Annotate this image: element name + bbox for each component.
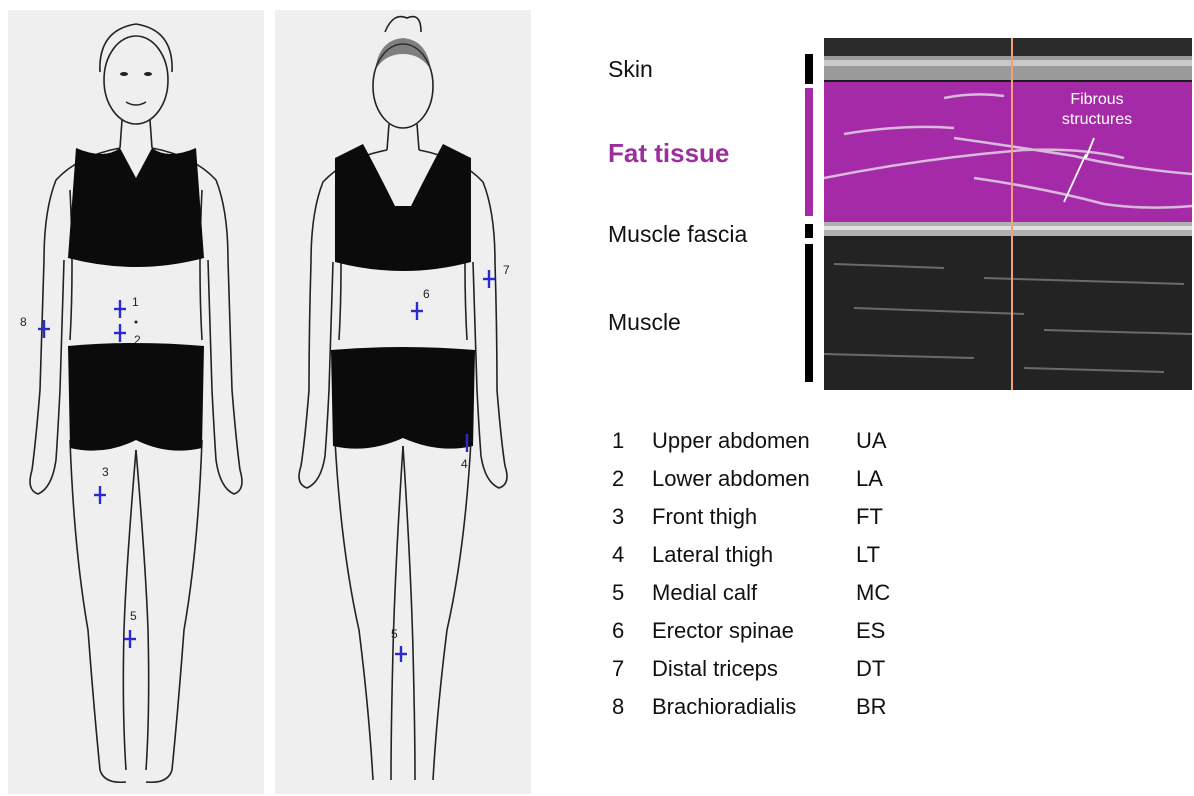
legend-site-name: Brachioradialis [652,694,796,720]
ultrasound-image: Fibrous structures [824,38,1192,390]
legend-site-name: Upper abdomen [652,428,810,454]
legend-site-name: Lateral thigh [652,542,773,568]
legend-number: 8 [612,694,624,720]
legend-number: 3 [612,504,624,530]
legend-number: 5 [612,580,624,606]
legend-abbreviation: FT [856,504,883,530]
legend-row: 4 Lateral thigh LT [612,542,932,572]
legend-site-name: Medial calf [652,580,757,606]
legend-number: 4 [612,542,624,568]
legend-row: 6 Erector spinae ES [612,618,932,648]
skin-bracket-bar [805,54,813,84]
legend-number: 6 [612,618,624,644]
muscle-layer-label: Muscle [608,309,681,336]
back-body-figure: 4 5 6 7 [275,10,531,794]
fat-tissue-layer-label: Fat tissue [608,138,729,169]
back-site-number: 5 [391,627,398,641]
front-site-number: 1 [132,295,139,309]
back-site-number: 6 [423,287,430,301]
muscle-fascia-layer-label: Muscle fascia [608,221,747,248]
front-site-number: 8 [20,315,27,329]
legend-abbreviation: DT [856,656,885,682]
front-site-number: 5 [130,609,137,623]
back-site-number: 4 [461,457,468,471]
front-site-number: 3 [102,465,109,479]
legend-site-name: Front thigh [652,504,757,530]
skin-layer-label: Skin [608,56,653,83]
legend-abbreviation: LT [856,542,880,568]
legend-abbreviation: LA [856,466,883,492]
legend-number: 1 [612,428,624,454]
muscle-bracket-bar [805,244,813,382]
front-site-number: 2 [134,333,141,347]
legend-row: 7 Distal triceps DT [612,656,932,686]
legend-abbreviation: UA [856,428,887,454]
fibrous-structures-annotation: Fibrous structures [1042,90,1152,130]
legend-site-name: Lower abdomen [652,466,810,492]
annotation-line-2: structures [1042,110,1152,130]
legend-row: 2 Lower abdomen LA [612,466,932,496]
legend-row: 1 Upper abdomen UA [612,428,932,458]
legend-row: 3 Front thigh FT [612,504,932,534]
fat-bracket-bar [805,88,813,216]
legend-site-name: Distal triceps [652,656,778,682]
legend-abbreviation: BR [856,694,887,720]
legend-abbreviation: ES [856,618,885,644]
ultrasound-figure: Skin Fat tissue Muscle fascia Muscle [578,38,1194,390]
annotation-line-1: Fibrous [1042,90,1152,110]
front-view-panel: 1 2 3 5 8 [8,10,264,794]
legend-row: 5 Medial calf MC [612,580,932,610]
legend-row: 8 Brachioradialis BR [612,694,932,724]
back-site-number: 7 [503,263,510,277]
back-view-panel: 4 5 6 7 [275,10,531,794]
front-body-figure: 1 2 3 5 8 [8,10,264,794]
legend-site-name: Erector spinae [652,618,794,644]
legend-number: 7 [612,656,624,682]
legend-number: 2 [612,466,624,492]
legend-abbreviation: MC [856,580,890,606]
fascia-bracket-bar [805,224,813,238]
